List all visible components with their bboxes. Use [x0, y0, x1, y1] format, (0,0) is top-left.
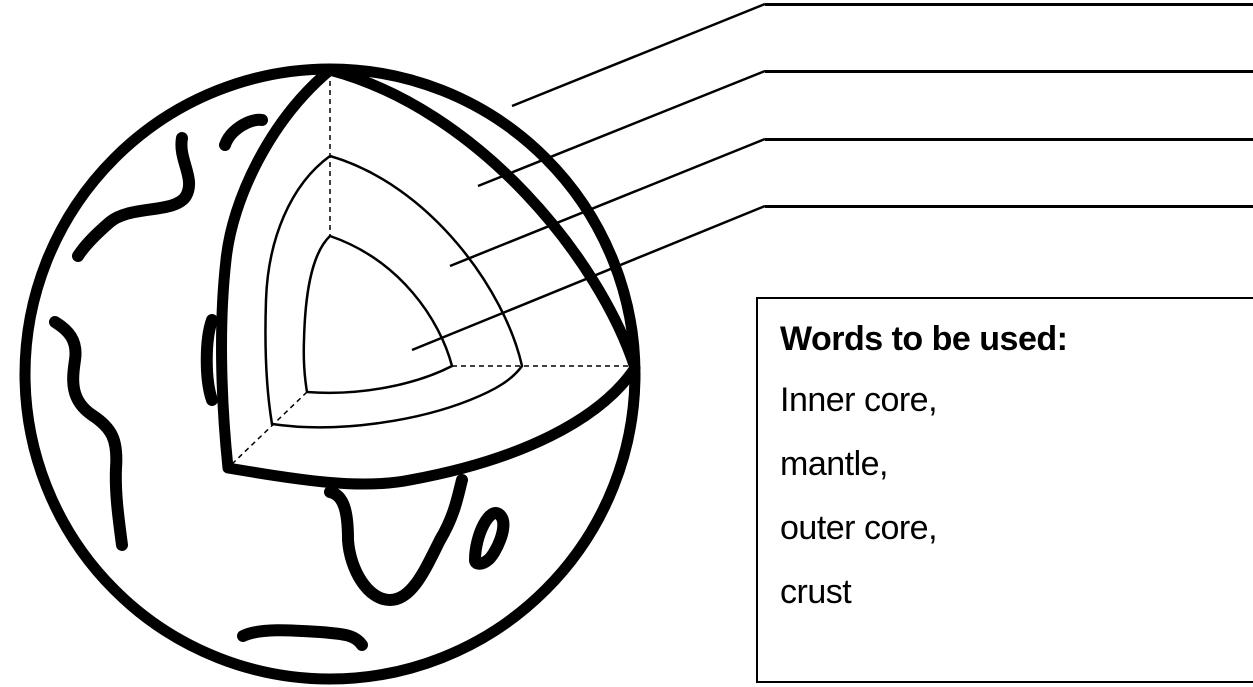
land-squiggle-left-edge [207, 320, 212, 400]
land-squiggle-west [55, 322, 122, 545]
word-crust: crust [780, 572, 1253, 612]
word-bank-title: Words to be used: [780, 319, 1253, 359]
answer-line-1[interactable] [765, 3, 1253, 6]
answer-line-4[interactable] [765, 205, 1253, 208]
pointer-line-1 [512, 4, 765, 106]
answer-line-3[interactable] [765, 138, 1253, 141]
word-mantle: mantle, [780, 444, 1253, 484]
land-squiggle-africa [330, 480, 462, 600]
cutaway-wedge-crust [222, 70, 635, 484]
land-squiggle-south [243, 630, 362, 645]
pointer-line-2 [478, 71, 765, 186]
word-inner-core: Inner core, [780, 380, 1253, 420]
answer-line-2[interactable] [765, 70, 1253, 73]
word-outer-core: outer core, [780, 508, 1253, 548]
land-squiggle-behind-wedge [225, 120, 262, 145]
word-bank-box: Words to be used: Inner core, mantle, ou… [756, 297, 1253, 683]
land-squiggle-madagascar [475, 513, 503, 564]
land-squiggle-north [78, 138, 189, 256]
